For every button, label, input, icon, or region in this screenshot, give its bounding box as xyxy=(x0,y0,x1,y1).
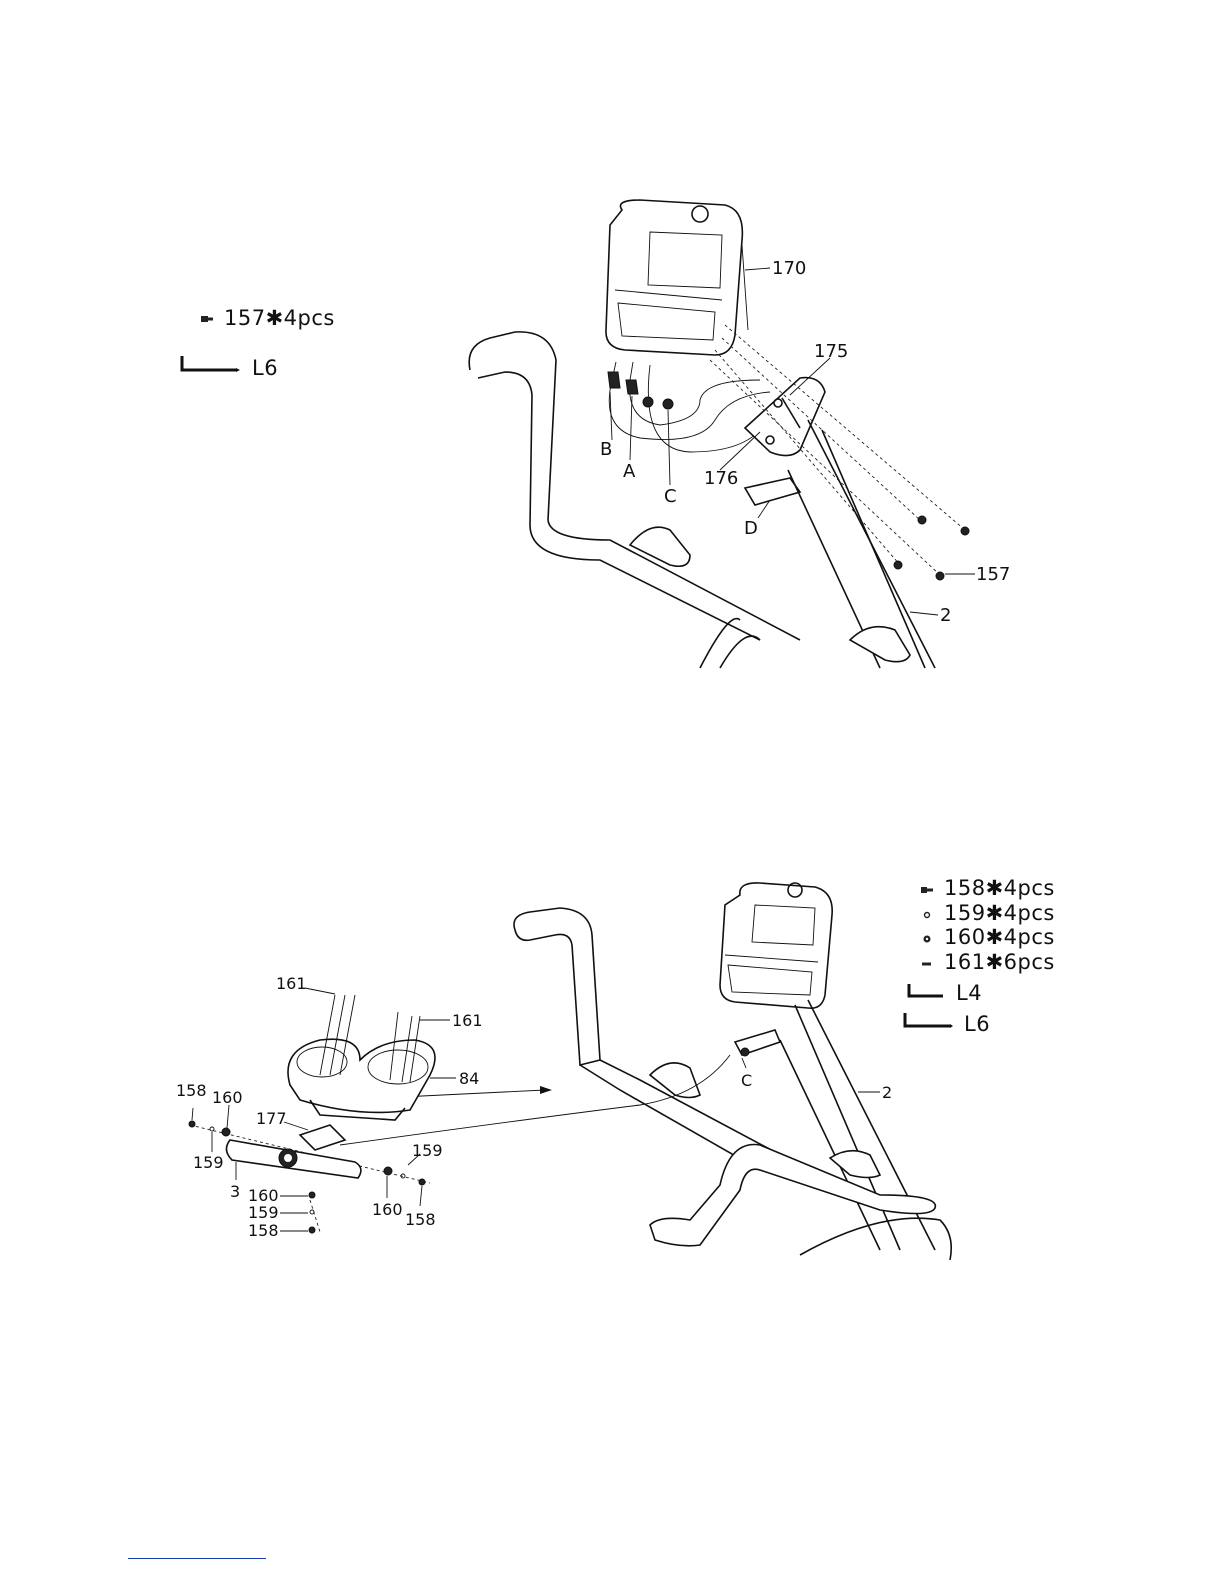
handlebar xyxy=(469,332,910,668)
callout-161-right: 161 xyxy=(452,1011,483,1030)
callout-177: 177 xyxy=(256,1109,287,1128)
callout-c: C xyxy=(664,486,677,507)
callout-a: A xyxy=(623,461,636,482)
callout-2: 2 xyxy=(940,605,951,626)
step1-assembly-drawing: 170 175 176 157 2 A B C D xyxy=(0,0,1224,680)
callout-158-right: 158 xyxy=(405,1210,436,1229)
callout-158-bottom: 158 xyxy=(248,1221,279,1240)
callout-160-right: 160 xyxy=(372,1200,403,1219)
callout-159-right: 159 xyxy=(412,1141,443,1160)
callout-158-left: 158 xyxy=(176,1081,207,1100)
callout-3: 3 xyxy=(230,1182,240,1201)
wires xyxy=(608,362,770,452)
callout-157: 157 xyxy=(976,564,1010,585)
callout-b: B xyxy=(600,439,612,460)
callout-2: 2 xyxy=(882,1083,892,1102)
step2-assembly-drawing: 161 161 84 158 160 177 159 159 3 160 160… xyxy=(0,860,1224,1270)
callout-c: C xyxy=(741,1071,752,1090)
cup-holder-84 xyxy=(288,1039,435,1120)
callout-170: 170 xyxy=(772,258,806,279)
console xyxy=(720,883,832,1008)
callout-84: 84 xyxy=(459,1069,479,1088)
callout-175: 175 xyxy=(814,341,848,362)
callout-d: D xyxy=(744,518,758,539)
callout-159-bottom: 159 xyxy=(248,1203,279,1222)
bracket-d xyxy=(745,478,800,505)
screws-157 xyxy=(894,516,969,580)
leader-lines xyxy=(192,988,880,1231)
crossbar-3 xyxy=(226,1125,360,1178)
footer-rule xyxy=(128,1558,266,1559)
mounting-plate xyxy=(745,378,825,456)
console-170 xyxy=(606,200,748,355)
callout-159-left: 159 xyxy=(193,1153,224,1172)
callout-176: 176 xyxy=(704,468,738,489)
callout-160-left: 160 xyxy=(212,1088,243,1107)
callout-161-left: 161 xyxy=(276,974,307,993)
